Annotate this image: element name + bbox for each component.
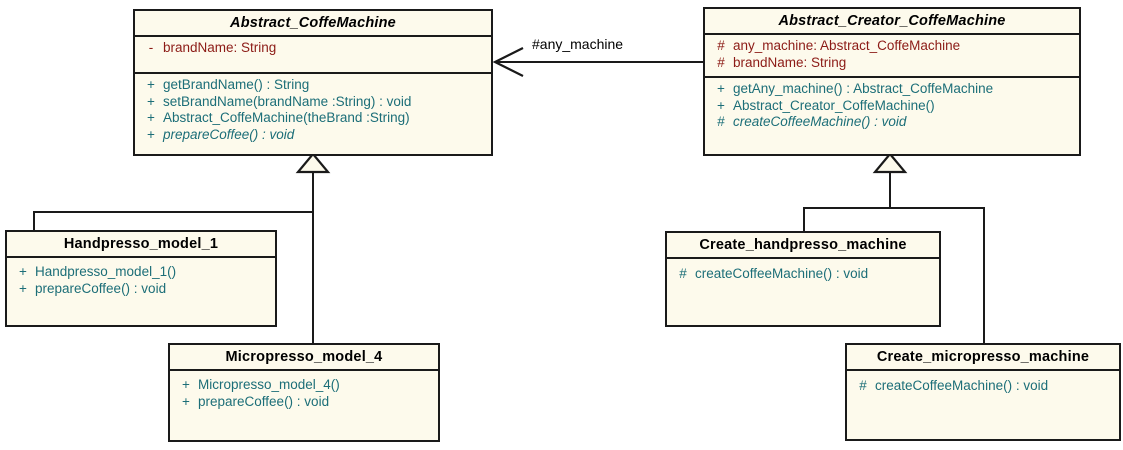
class-divider xyxy=(847,369,1119,371)
method-text: prepareCoffee() : void xyxy=(163,126,295,142)
association-label-any-machine: #any_machine xyxy=(532,36,624,52)
class-box-handpresso-model-1[interactable]: Handpresso_model_1 + Handpresso_model_1(… xyxy=(5,230,277,327)
attribute-text: any_machine: Abstract_CoffeMachine xyxy=(733,38,961,53)
method-row: # createCoffeeMachine() : void xyxy=(709,114,1075,131)
method-row: + prepareCoffee() : void xyxy=(174,394,434,411)
visibility-marker: + xyxy=(147,126,155,142)
method-row: + getBrandName() : String xyxy=(139,77,487,94)
attribute-text: brandName: String xyxy=(733,54,847,70)
method-row: + Micropresso_model_4() xyxy=(174,377,434,394)
method-text: Abstract_Creator_CoffeMachine() xyxy=(733,97,935,113)
method-row: + prepareCoffee() : void xyxy=(139,127,487,144)
methods-compartment-abstract-creator-coffemachine: + getAny_machine() : Abstract_CoffeMachi… xyxy=(705,78,1079,135)
association-open-arrowhead-icon xyxy=(492,47,524,77)
generalization-drop-micropresso xyxy=(312,211,314,343)
generalization-drop-create-micropresso xyxy=(983,207,985,343)
method-text: Micropresso_model_4() xyxy=(198,377,340,392)
method-text: createCoffeeMachine() : void xyxy=(733,114,907,129)
methods-compartment-create-micropresso-machine: # createCoffeeMachine() : void xyxy=(847,371,1119,399)
method-row: + prepareCoffee() : void xyxy=(11,281,271,298)
visibility-marker: # xyxy=(717,54,725,70)
visibility-marker: + xyxy=(717,97,725,113)
visibility-marker: + xyxy=(182,393,190,409)
generalization-bar-right xyxy=(803,207,985,209)
visibility-marker: + xyxy=(147,77,155,92)
visibility-marker: # xyxy=(717,114,725,129)
attributes-compartment-abstract-coffemachine: - brandName: String xyxy=(135,37,491,72)
visibility-marker: # xyxy=(859,378,867,393)
class-divider xyxy=(705,76,1079,78)
attribute-text: brandName: String xyxy=(163,40,277,55)
generalization-stem-right xyxy=(889,171,891,209)
method-text: prepareCoffee() : void xyxy=(35,280,167,296)
method-row: + setBrandName(brandName :String) : void xyxy=(139,94,487,111)
class-divider xyxy=(135,35,491,37)
method-text: getBrandName() : String xyxy=(163,77,310,92)
method-row: + getAny_machine() : Abstract_CoffeMachi… xyxy=(709,81,1075,98)
visibility-marker: + xyxy=(147,110,155,125)
visibility-marker: + xyxy=(19,264,27,279)
method-row: + Abstract_Creator_CoffeMachine() xyxy=(709,98,1075,115)
class-divider xyxy=(7,256,275,258)
visibility-marker: + xyxy=(182,377,190,392)
visibility-marker: + xyxy=(147,93,155,109)
class-box-abstract-coffemachine[interactable]: Abstract_CoffeMachine - brandName: Strin… xyxy=(133,9,493,156)
generalization-triangle-right-icon xyxy=(872,152,908,174)
class-box-create-micropresso-machine[interactable]: Create_micropresso_machine # createCoffe… xyxy=(845,343,1121,441)
class-title-micropresso-model-4: Micropresso_model_4 xyxy=(225,349,383,365)
method-text: createCoffeeMachine() : void xyxy=(875,378,1049,393)
methods-compartment-handpresso-model-1: + Handpresso_model_1() + prepareCoffee()… xyxy=(7,258,275,301)
methods-compartment-abstract-coffemachine: + getBrandName() : String + setBrandName… xyxy=(135,74,491,147)
generalization-drop-handpresso xyxy=(33,211,35,232)
method-row: # createCoffeeMachine() : void xyxy=(671,266,935,283)
class-title-create-micropresso-machine: Create_micropresso_machine xyxy=(876,349,1090,365)
attribute-row: # any_machine: Abstract_CoffeMachine xyxy=(709,38,1075,55)
method-text: prepareCoffee() : void xyxy=(198,393,330,409)
method-row: # createCoffeeMachine() : void xyxy=(851,378,1115,395)
method-text: setBrandName(brandName :String) : void xyxy=(163,93,412,109)
method-text: Handpresso_model_1() xyxy=(35,264,177,279)
class-divider xyxy=(170,369,438,371)
visibility-marker: # xyxy=(717,38,725,53)
generalization-stem-left xyxy=(312,171,314,213)
visibility-marker: - xyxy=(148,40,154,55)
visibility-marker: + xyxy=(19,280,27,296)
class-box-create-handpresso-machine[interactable]: Create_handpresso_machine # createCoffee… xyxy=(665,231,941,327)
class-box-abstract-creator-coffemachine[interactable]: Abstract_Creator_CoffeMachine # any_mach… xyxy=(703,7,1081,156)
class-divider xyxy=(667,257,939,259)
visibility-marker: + xyxy=(717,81,725,96)
method-row: + Abstract_CoffeMachine(theBrand :String… xyxy=(139,110,487,127)
generalization-drop-create-handpresso xyxy=(803,207,805,231)
class-box-micropresso-model-4[interactable]: Micropresso_model_4 + Micropresso_model_… xyxy=(168,343,440,442)
class-divider xyxy=(135,72,491,74)
method-text: getAny_machine() : Abstract_CoffeMachine xyxy=(733,81,994,96)
attribute-row: - brandName: String xyxy=(139,40,487,57)
class-title-abstract-creator-coffemachine: Abstract_Creator_CoffeMachine xyxy=(778,13,1006,29)
methods-compartment-create-handpresso-machine: # createCoffeeMachine() : void xyxy=(667,259,939,287)
class-title-create-handpresso-machine: Create_handpresso_machine xyxy=(699,237,907,253)
method-text: createCoffeeMachine() : void xyxy=(695,266,869,281)
method-text: Abstract_CoffeMachine(theBrand :String) xyxy=(163,110,410,125)
generalization-triangle-left-icon xyxy=(295,152,331,174)
class-title-handpresso-model-1: Handpresso_model_1 xyxy=(63,236,219,252)
class-divider xyxy=(705,33,1079,35)
attributes-compartment-abstract-creator-coffemachine: # any_machine: Abstract_CoffeMachine # b… xyxy=(705,35,1079,76)
attribute-row: # brandName: String xyxy=(709,55,1075,72)
class-title-abstract-coffemachine: Abstract_CoffeMachine xyxy=(230,15,396,31)
method-row: + Handpresso_model_1() xyxy=(11,264,271,281)
methods-compartment-micropresso-model-4: + Micropresso_model_4() + prepareCoffee(… xyxy=(170,371,438,414)
visibility-marker: # xyxy=(679,266,687,281)
generalization-bar-left xyxy=(33,211,314,213)
association-line-any-machine xyxy=(495,61,703,63)
